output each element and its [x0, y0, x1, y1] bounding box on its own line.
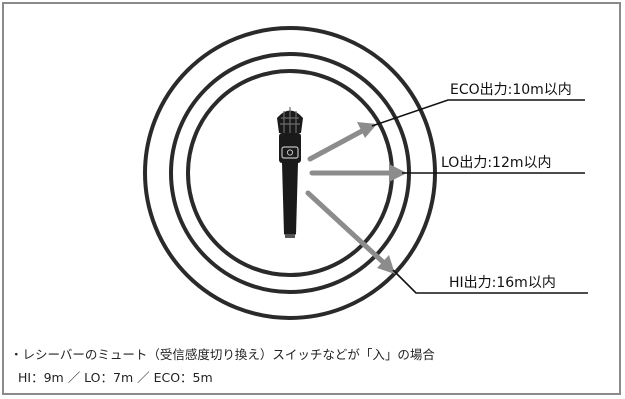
- arrow-hi: [305, 190, 395, 274]
- label-lo: LO出力:12m以内: [441, 155, 552, 171]
- arrow-lo: [309, 164, 407, 182]
- label-eco: ECO出力:10m以内: [450, 82, 572, 98]
- arrow-eco: [307, 122, 377, 162]
- leader-eco: [371, 99, 585, 127]
- label-hi: HI出力:16m以内: [449, 275, 556, 291]
- leader-hi: [392, 269, 588, 294]
- note-mute-condition: ・レシーバーのミュート（受信感度切り換え）スイッチなどが「入」の場合: [10, 347, 435, 362]
- microphone-icon: [277, 107, 303, 238]
- note-mute-ranges: HI：9m ／ LO：7m ／ ECO：5m: [18, 370, 213, 385]
